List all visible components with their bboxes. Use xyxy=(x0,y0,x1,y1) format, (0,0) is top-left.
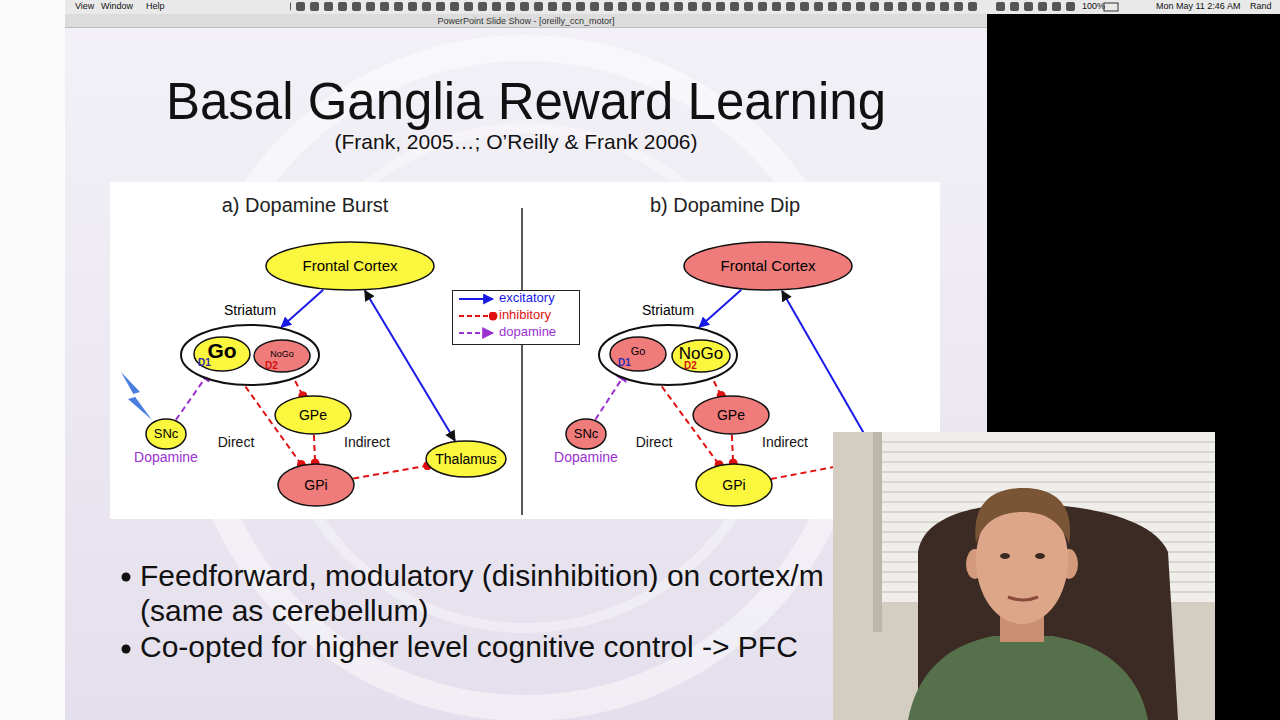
node-ellipse xyxy=(684,242,852,290)
slide-text: Window xyxy=(101,1,133,11)
node-text: NoGo xyxy=(671,337,731,371)
slide-text: Rand xyxy=(1250,1,1272,11)
node-text: Frontal Cortex xyxy=(265,241,435,291)
node-ellipse xyxy=(696,464,772,506)
status-icons xyxy=(290,2,980,12)
legend-text: excitatory xyxy=(499,291,555,306)
spark-symbol xyxy=(121,372,152,420)
eye xyxy=(1035,553,1045,559)
mouth xyxy=(1008,597,1038,600)
node-ellipse xyxy=(181,325,319,385)
window-frame xyxy=(873,432,882,632)
node-text: GPe xyxy=(274,395,352,435)
node-ellipse xyxy=(278,464,354,506)
node-text: Dopamine xyxy=(115,449,217,465)
node-text: Frontal Cortex xyxy=(683,241,853,291)
node-ellipse xyxy=(426,441,506,477)
region-node: GoD1 xyxy=(193,336,251,372)
region-node: StriatumGoD1NoGoD2 xyxy=(598,324,738,386)
region-node: Frontal Cortex xyxy=(265,241,435,291)
connector xyxy=(281,290,323,328)
edge-label: Direct xyxy=(636,434,673,450)
node-ellipse xyxy=(275,396,351,434)
node-text: GPi xyxy=(277,463,355,507)
region-node: NoGoD2 xyxy=(253,339,311,373)
wall xyxy=(833,432,1215,720)
webcam-feed xyxy=(833,432,1215,720)
bullet-dot xyxy=(122,573,131,582)
region-node: GPe xyxy=(692,395,770,435)
region-node: NoGoD2 xyxy=(671,339,731,373)
eye xyxy=(1000,553,1010,559)
slide-text: b) Dopamine Dip xyxy=(650,194,800,217)
connector xyxy=(732,435,733,463)
bullet-dot xyxy=(122,645,131,654)
slide-title: Basal Ganglia Reward Learning xyxy=(65,73,987,132)
slide-text: (Frank, 2005…; O’Reilly & Frank 2006) xyxy=(335,130,698,154)
node-ellipse xyxy=(266,242,434,290)
node-text: SNc xyxy=(565,418,607,450)
node-text: GPe xyxy=(692,395,770,435)
node-text: Go xyxy=(609,333,667,369)
edge-label: Direct xyxy=(218,434,255,450)
node-text: SNc xyxy=(145,418,187,450)
node-text: Dopamine xyxy=(535,449,637,465)
slide-text: 100% xyxy=(1082,1,1105,11)
slide-text: PowerPoint Slide Show - [oreilly_ccn_mot… xyxy=(437,16,614,26)
slide-text: Feedforward, modulatory (disinhibition) … xyxy=(140,558,832,628)
edge-label: Indirect xyxy=(344,434,390,450)
region-node: GPi xyxy=(277,463,355,507)
node-ellipse xyxy=(693,396,769,434)
region-node: GPe xyxy=(274,395,352,435)
node-text: D2 xyxy=(265,360,278,372)
connector xyxy=(365,291,455,441)
node-text: Thalamus xyxy=(425,440,507,478)
node-text: Striatum xyxy=(588,302,748,318)
slide-text: Co-opted for higher level cognitive cont… xyxy=(140,630,798,665)
legend-text: dopamine xyxy=(499,325,556,340)
legend-text: inhibitory xyxy=(499,308,551,323)
region-node: GPi xyxy=(695,463,773,507)
legend-sample xyxy=(459,298,493,300)
edge-label: Indirect xyxy=(762,434,808,450)
connector xyxy=(699,290,741,328)
slide-text: View xyxy=(75,1,94,11)
node-ellipse xyxy=(599,325,737,385)
region-node: Frontal Cortex xyxy=(683,241,853,291)
node-text: NoGo xyxy=(253,337,311,371)
slide-text: a) Dopamine Burst xyxy=(222,194,389,217)
legend-sample xyxy=(459,315,493,317)
divider-line xyxy=(521,208,523,515)
node-text: GPi xyxy=(695,463,773,507)
connector xyxy=(314,435,315,463)
status-icons xyxy=(995,2,1075,12)
region-node: StriatumGoD1NoGoD2 xyxy=(180,324,320,386)
legend-sample xyxy=(459,332,493,334)
connector xyxy=(353,466,427,479)
node-text: D1 xyxy=(618,357,631,369)
region-node: Thalamus xyxy=(425,440,507,478)
slide-text: Mon May 11 2:46 AM xyxy=(1156,1,1240,11)
node-text: D1 xyxy=(198,357,211,369)
node-ellipse xyxy=(146,419,186,449)
slide-text: Help xyxy=(146,1,165,11)
battery-icon xyxy=(1104,3,1118,11)
left-margin xyxy=(0,0,65,720)
shirt xyxy=(908,636,1148,720)
node-ellipse xyxy=(566,419,606,449)
node-text: Striatum xyxy=(170,302,330,318)
region-node: GoD1 xyxy=(609,336,667,372)
region-node: SNcDopamine xyxy=(565,418,607,450)
hair xyxy=(975,488,1070,544)
node-text: D2 xyxy=(684,360,697,372)
region-node: SNcDopamine xyxy=(145,418,187,450)
